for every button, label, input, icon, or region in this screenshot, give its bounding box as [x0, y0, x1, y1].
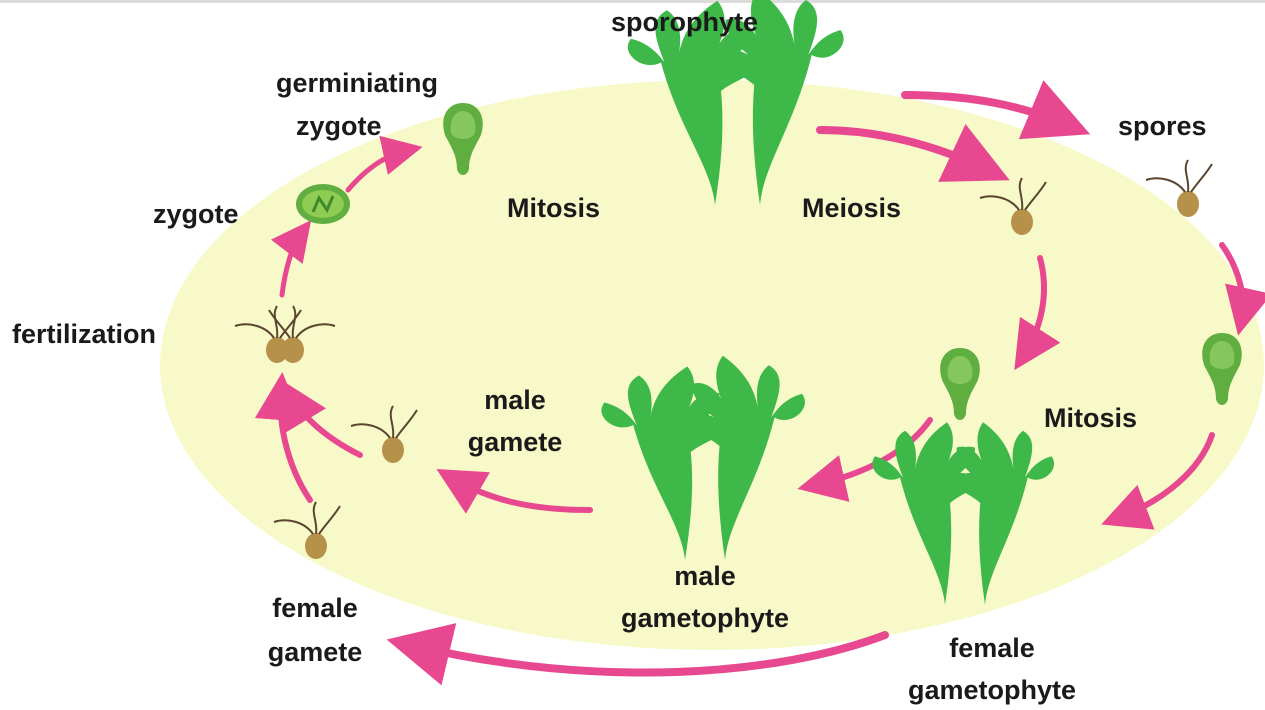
- label-germinating-line2: zygote: [296, 106, 382, 146]
- label-female-gametophyte-line2: gametophyte: [852, 670, 1132, 710]
- label-spores: spores: [1118, 106, 1207, 146]
- label-male-gamete-line1: male: [440, 380, 590, 420]
- label-germinating-line1: germiniating: [234, 63, 480, 103]
- label-female-gamete-line1: female: [230, 588, 400, 628]
- label-female-gamete-line2: gamete: [230, 632, 400, 672]
- label-meiosis: Meiosis: [802, 188, 901, 228]
- label-sporophyte: sporophyte: [611, 2, 758, 42]
- label-female-gametophyte-line1: female: [852, 628, 1132, 668]
- zygote-cell: [296, 184, 350, 224]
- label-male-gamete-line2: gamete: [440, 422, 590, 462]
- label-mitosis-right: Mitosis: [1044, 398, 1137, 438]
- label-male-gametophyte-line1: male: [570, 556, 840, 596]
- label-mitosis-top: Mitosis: [507, 188, 600, 228]
- label-fertilization: fertilization: [12, 314, 156, 354]
- label-male-gametophyte-line2: gametophyte: [570, 598, 840, 638]
- label-zygote: zygote: [153, 194, 239, 234]
